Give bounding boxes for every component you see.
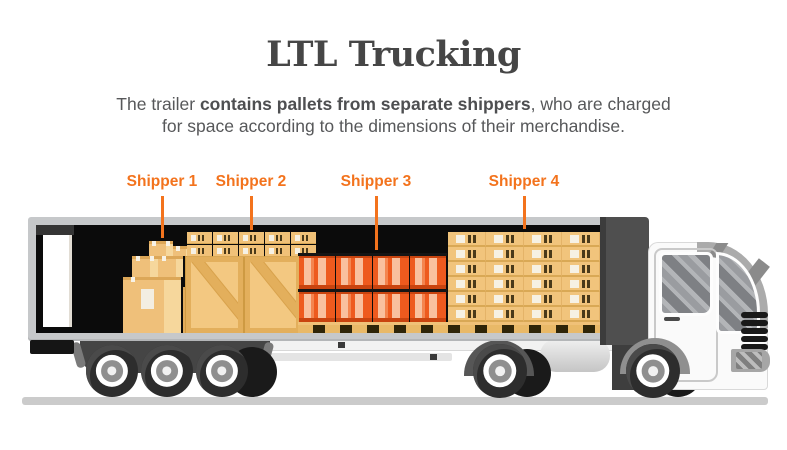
wheel: [473, 344, 527, 398]
page-subtitle: The trailer contains pallets from separa…: [0, 93, 787, 137]
wheel: [196, 345, 248, 397]
page-title: LTL Trucking: [266, 34, 521, 75]
stacked-carton: [486, 277, 524, 292]
cardboard-box: [149, 241, 173, 256]
stacked-carton: [524, 292, 562, 307]
wooden-crate: [245, 257, 301, 333]
stacked-carton: [486, 262, 524, 277]
orange-drum: [298, 289, 336, 322]
orange-drum: [335, 253, 373, 289]
small-carton: [213, 245, 238, 257]
stacked-carton: [524, 262, 562, 277]
chassis-rail-upper: [266, 340, 624, 350]
door-handle: [664, 317, 680, 321]
stacked-carton: [524, 277, 562, 292]
stacked-carton: [562, 307, 600, 322]
wheel: [626, 344, 680, 398]
stacked-carton: [448, 232, 486, 247]
trailer-rear-door: [43, 235, 72, 327]
underride-guard: [30, 340, 74, 354]
cab-back-panel: [600, 217, 649, 345]
wheel: [86, 345, 138, 397]
trailer-door-header: [36, 225, 74, 235]
cardboard-box: [158, 256, 183, 277]
grille-slat: [741, 328, 768, 334]
stacked-carton: [562, 292, 600, 307]
stacked-carton: [448, 277, 486, 292]
stacked-carton: [448, 307, 486, 322]
small-carton: [213, 232, 238, 244]
subtitle-bold: contains pallets from separate shippers: [199, 94, 531, 114]
orange-drum: [409, 253, 447, 289]
grille-slat: [741, 320, 768, 326]
cardboard-box: [132, 256, 158, 277]
chassis-fitting: [430, 354, 437, 360]
stacked-carton: [524, 232, 562, 247]
small-carton: [187, 245, 212, 257]
small-carton: [239, 245, 264, 257]
stacked-carton: [562, 277, 600, 292]
label-shipper-2: Shipper 2: [215, 173, 287, 190]
callout-line-shipper-2: [249, 196, 253, 230]
bumper-hazard-patch: [736, 352, 762, 369]
orange-drum: [298, 253, 336, 289]
grille-slat: [741, 336, 768, 342]
fuel-tank: [540, 339, 610, 372]
chassis-rail-lower: [266, 353, 452, 361]
small-carton: [239, 232, 264, 244]
door-window: [659, 252, 713, 316]
stacked-carton: [562, 262, 600, 277]
wooden-pallet: [298, 322, 600, 333]
chassis-fitting: [338, 342, 345, 348]
stacked-carton: [524, 247, 562, 262]
callout-line-shipper-3: [374, 196, 378, 250]
wheel: [141, 345, 193, 397]
stacked-carton: [486, 307, 524, 322]
cardboard-box: [123, 277, 181, 333]
stacked-carton: [562, 247, 600, 262]
stacked-carton: [448, 292, 486, 307]
stacked-carton: [448, 247, 486, 262]
stacked-carton: [486, 292, 524, 307]
subtitle-line2: for space according to the dimensions of…: [161, 116, 626, 136]
stacked-carton: [524, 307, 562, 322]
orange-drum: [372, 253, 410, 289]
orange-drum: [372, 289, 410, 322]
subtitle-post: , who are charged: [530, 94, 671, 114]
orange-drum: [409, 289, 447, 322]
stacked-carton: [486, 232, 524, 247]
label-shipper-4: Shipper 4: [488, 173, 560, 190]
callout-line-shipper-1: [160, 196, 164, 238]
stacked-carton: [562, 232, 600, 247]
orange-drum: [335, 289, 373, 322]
small-carton: [265, 232, 290, 244]
grille-slat: [741, 312, 768, 318]
small-carton: [187, 232, 212, 244]
ground-line: [22, 397, 768, 405]
stacked-carton: [448, 262, 486, 277]
callout-line-shipper-4: [522, 196, 526, 229]
small-carton: [291, 232, 316, 244]
subtitle-pre: The trailer: [116, 94, 200, 114]
grille-slat: [741, 344, 768, 350]
wooden-crate: [186, 257, 243, 333]
stacked-carton: [486, 247, 524, 262]
label-shipper-1: Shipper 1: [126, 173, 198, 190]
trailer-cargo-area: [36, 225, 600, 333]
small-carton: [265, 245, 290, 257]
label-shipper-3: Shipper 3: [340, 173, 412, 190]
